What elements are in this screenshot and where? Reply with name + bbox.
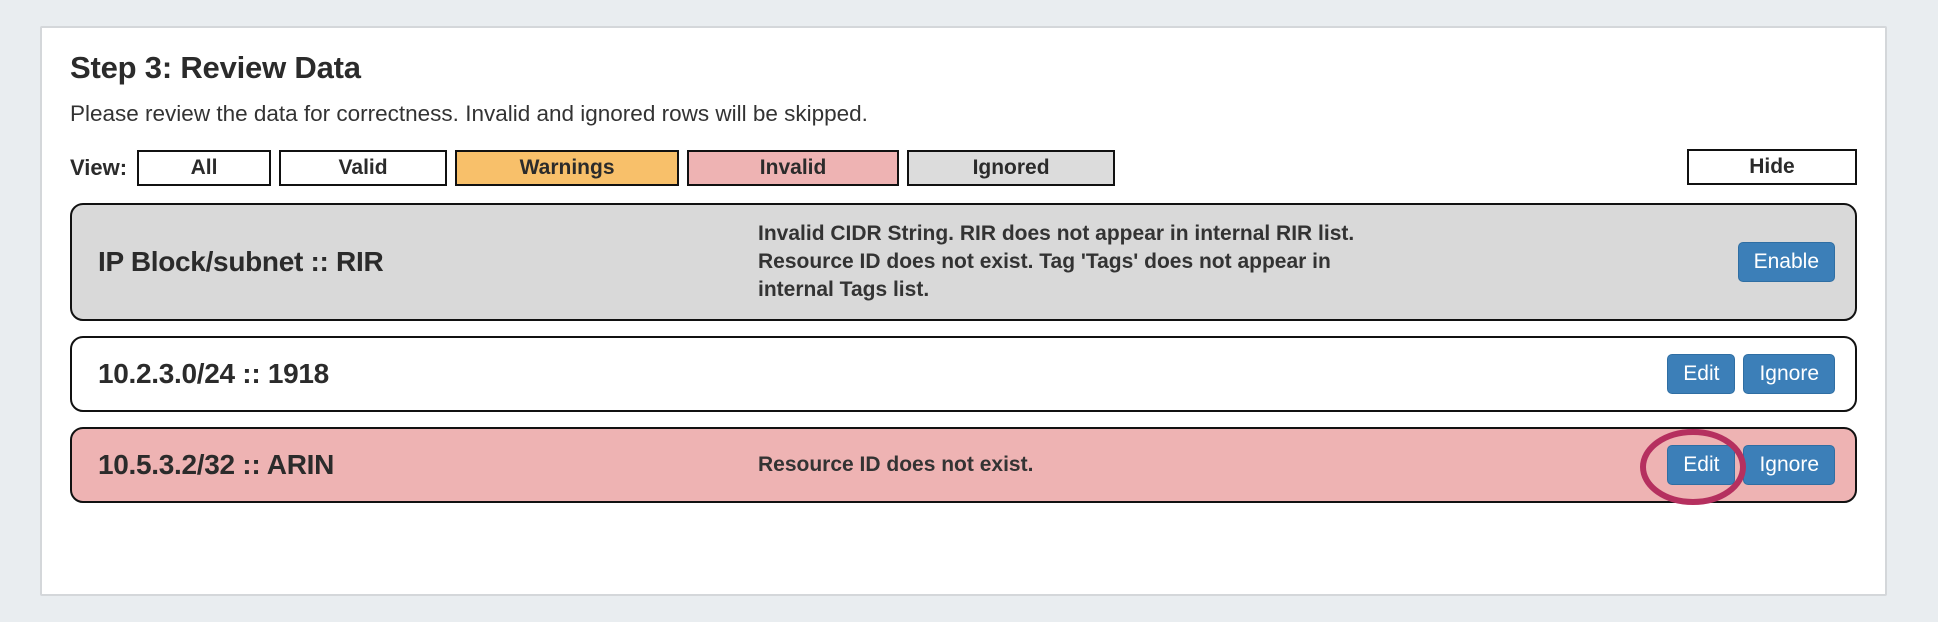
filter-button-ignored[interactable]: Ignored — [907, 149, 1116, 186]
view-filter-bar: View: All Valid Warnings Invalid Ignored… — [70, 148, 1857, 187]
filter-button-invalid[interactable]: Invalid — [687, 149, 900, 186]
edit-button[interactable]: Edit — [1667, 353, 1736, 394]
review-panel: Step 3: Review Data Please review the da… — [40, 26, 1887, 596]
table-row[interactable]: IP Block/subnet :: RIR Invalid CIDR Stri… — [70, 202, 1857, 321]
panel-inner: Step 3: Review Data Please review the da… — [42, 28, 1885, 505]
enable-button[interactable]: Enable — [1737, 241, 1835, 282]
row-label: 10.5.3.2/32 :: ARIN — [98, 448, 335, 480]
filter-button-valid[interactable]: Valid — [279, 149, 448, 186]
page-title: Step 3: Review Data — [70, 50, 361, 85]
row-message: Invalid CIDR String. RIR does not appear… — [758, 222, 1355, 301]
row-label: 10.2.3.0/24 :: 1918 — [98, 357, 329, 389]
data-row-list: IP Block/subnet :: RIR Invalid CIDR Stri… — [70, 202, 1857, 505]
page-subtitle: Please review the data for correctness. … — [70, 100, 868, 126]
edit-button[interactable]: Edit — [1667, 444, 1736, 485]
view-label: View: — [70, 154, 128, 180]
row-label: IP Block/subnet :: RIR — [98, 245, 384, 277]
ignore-button[interactable]: Ignore — [1743, 444, 1835, 485]
row-message: Resource ID does not exist. — [758, 452, 1034, 476]
hide-button[interactable]: Hide — [1687, 148, 1857, 185]
table-row[interactable]: 10.5.3.2/32 :: ARIN Resource ID does not… — [70, 426, 1857, 505]
row-actions: Edit Ignore — [1640, 428, 1835, 505]
table-row[interactable]: 10.2.3.0/24 :: 1918 Edit Ignore — [70, 335, 1857, 412]
row-actions: Edit Ignore — [1667, 353, 1835, 394]
filter-button-warnings[interactable]: Warnings — [455, 149, 680, 186]
ignore-button[interactable]: Ignore — [1743, 353, 1835, 394]
filter-button-all[interactable]: All — [137, 149, 272, 186]
row-actions: Enable — [1737, 241, 1835, 282]
